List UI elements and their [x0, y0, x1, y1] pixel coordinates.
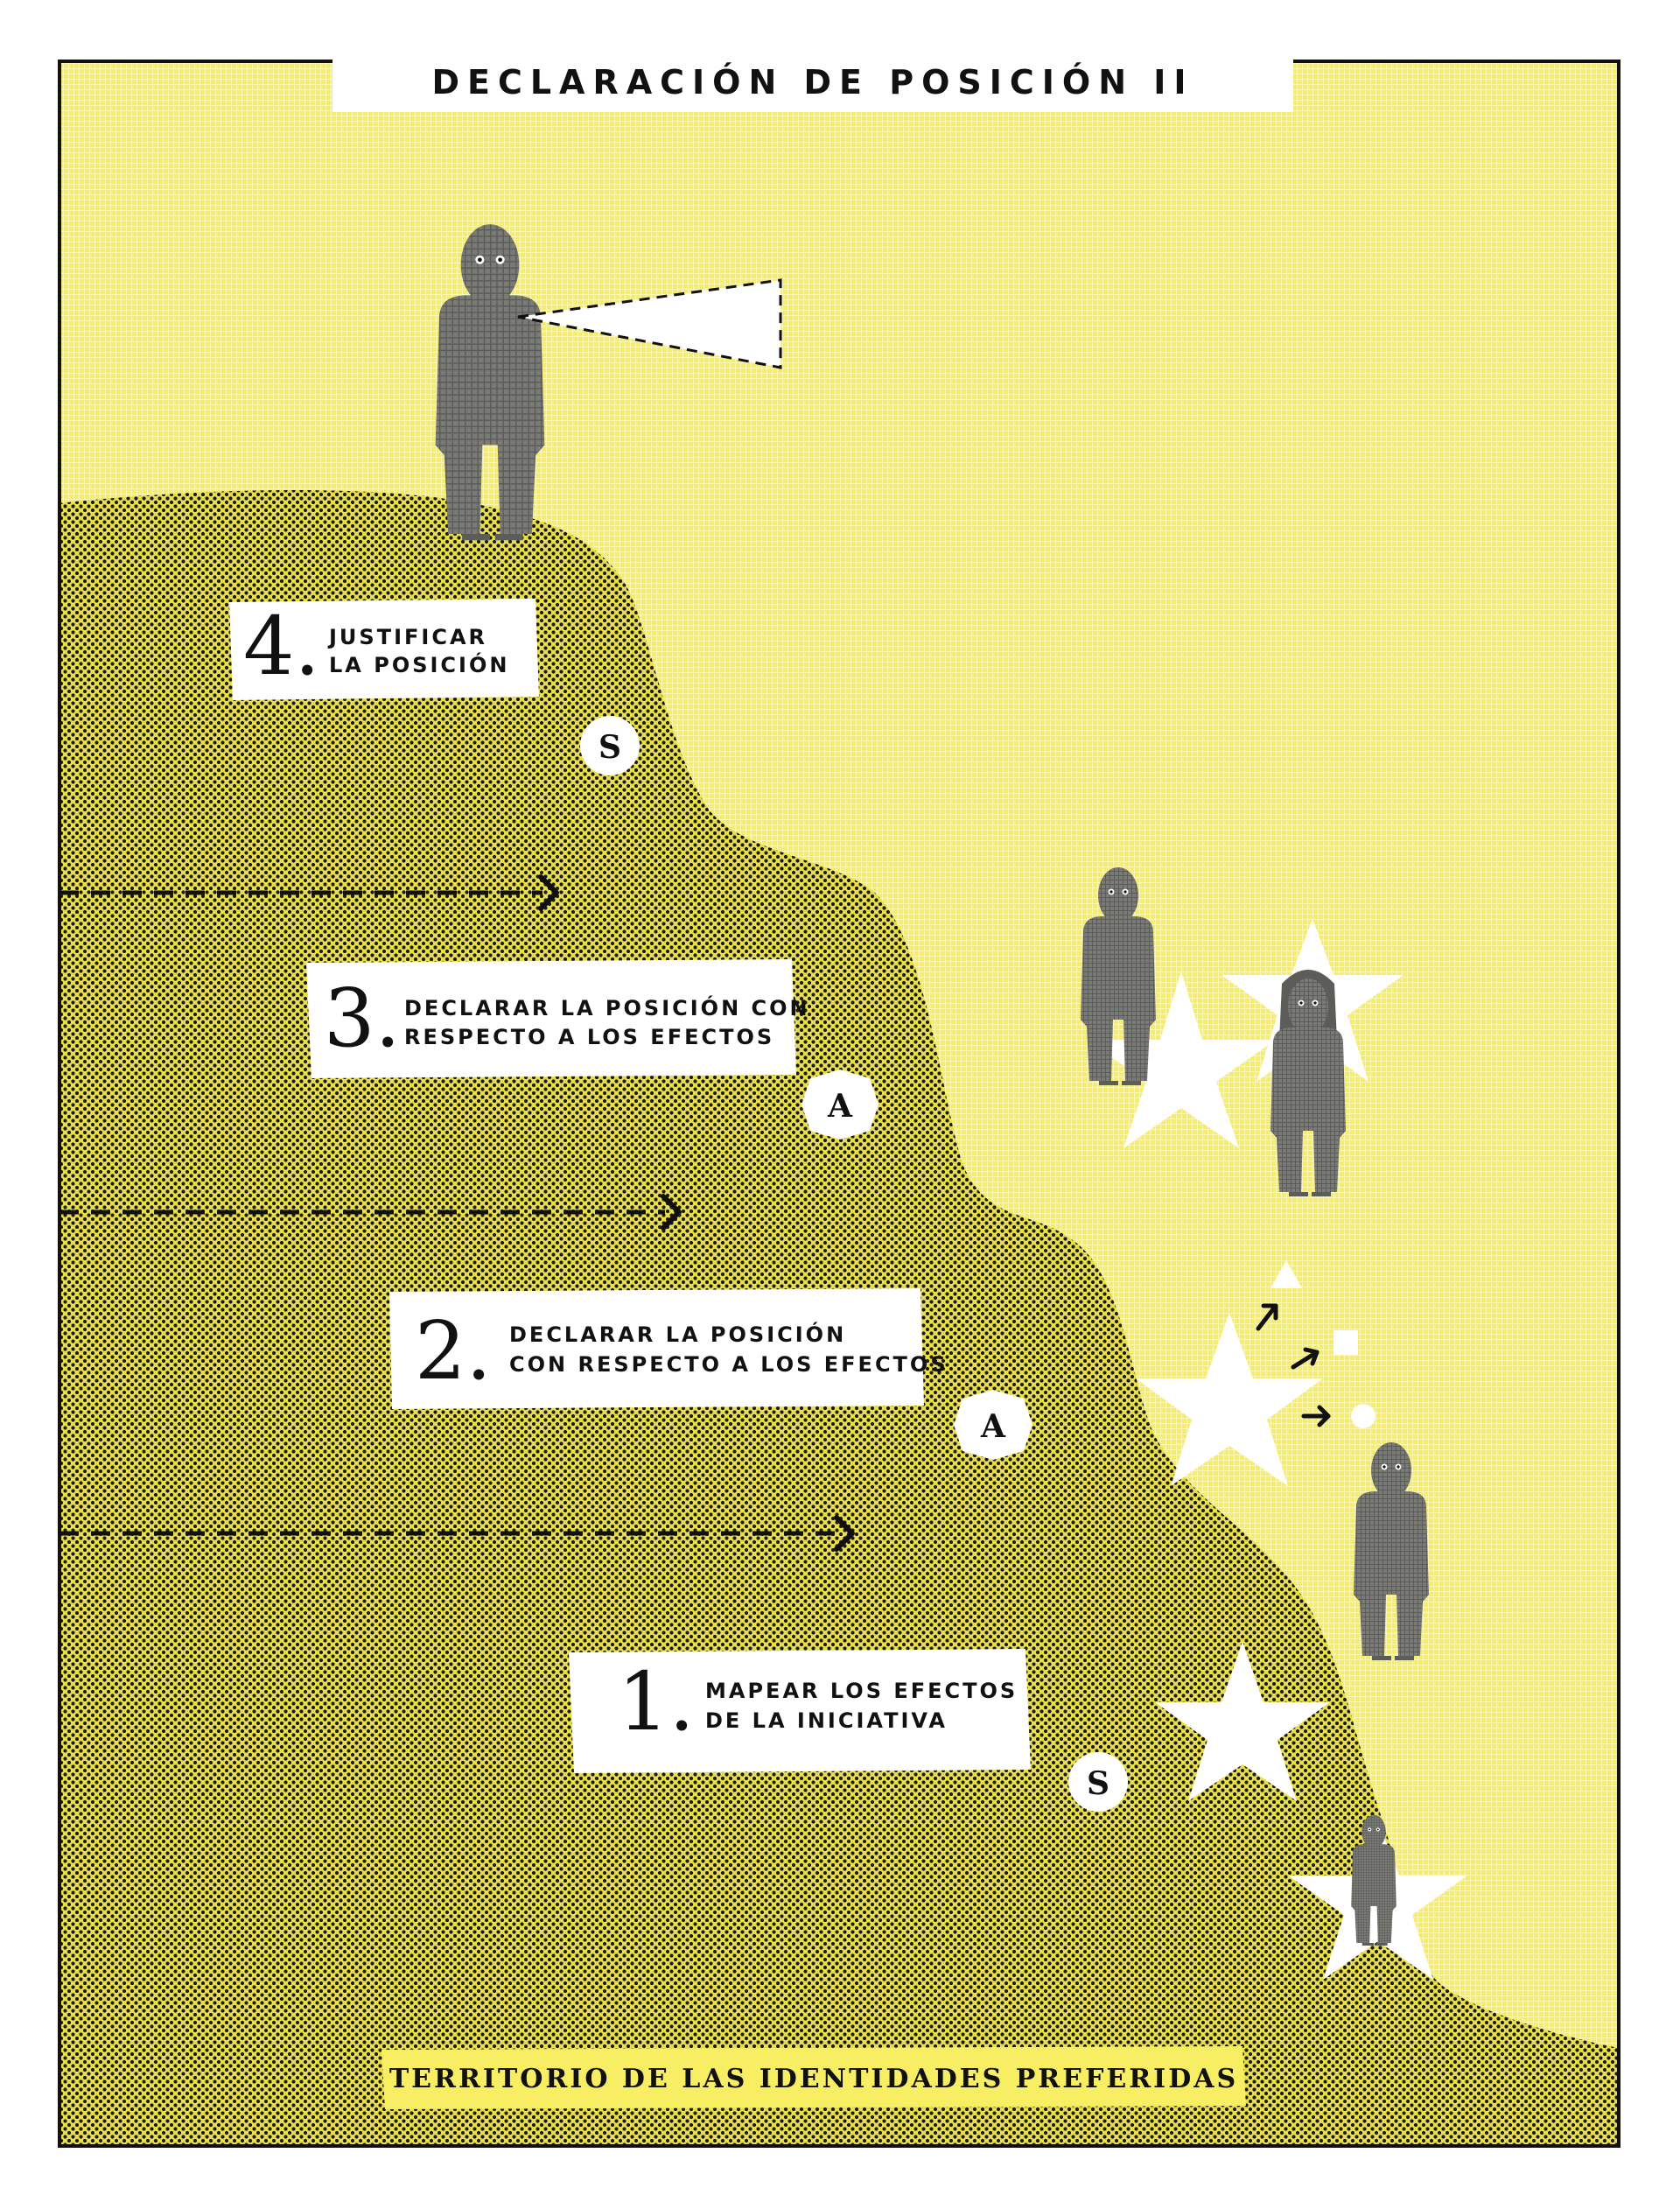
square-shape	[1334, 1330, 1358, 1355]
flashlight-beam-icon	[517, 278, 782, 369]
step-card-2: 2. DECLARAR LA POSICIÓN CON RESPECTO A L…	[389, 1288, 948, 1409]
dashed-arrow-2	[60, 1194, 682, 1231]
dashed-arrow-1	[60, 874, 559, 911]
title-box	[332, 54, 1293, 112]
step-line1-1: MAPEAR LOS EFECTOS	[705, 1679, 1018, 1703]
figure-3b	[1270, 970, 1346, 1196]
svg-text:A: A	[827, 1088, 853, 1125]
svg-text:S: S	[598, 729, 621, 766]
marker-s-bottom: S	[1068, 1752, 1128, 1812]
footer-label: TERRITORIO DE LAS IDENTIDADES PREFERIDAS	[389, 2064, 1238, 2094]
step-line2-2: CON RESPECTO A LOS EFECTOS	[509, 1352, 948, 1377]
star-3a	[1087, 971, 1276, 1148]
step-number-2: 2.	[415, 1304, 492, 1398]
marker-s-top: S	[580, 716, 640, 775]
step-line2-4: LA POSICIÓN	[329, 651, 509, 677]
triangle-shape	[1270, 1260, 1302, 1288]
step-line1-4: JUSTIFICAR	[327, 625, 487, 649]
step-line2-3: RESPECTO A LOS EFECTOS	[404, 1025, 774, 1049]
effect-shapes	[1256, 1260, 1376, 1428]
svg-text:A: A	[980, 1408, 1006, 1445]
marker-a-lower: A	[954, 1390, 1032, 1460]
page-title: DECLARACIÓN DE POSICIÓN II	[431, 63, 1194, 102]
dashed-arrow-3	[60, 1515, 855, 1552]
footer-box	[382, 2046, 1246, 2109]
star-1a	[1155, 1641, 1330, 1801]
step-line2-1: DE LA INICIATIVA	[705, 1708, 948, 1733]
circle-shape	[1351, 1404, 1376, 1428]
step-number-1: 1.	[618, 1655, 695, 1749]
step-number-3: 3.	[324, 971, 401, 1065]
step-line1-2: DECLARAR LA POSICIÓN	[509, 1321, 846, 1347]
step-line1-3: DECLARAR LA POSICIÓN CON	[404, 994, 810, 1020]
marker-a-upper: A	[802, 1069, 878, 1140]
step-card-3: 3. DECLARAR LA POSICIÓN CON RESPECTO A L…	[306, 959, 810, 1078]
step-number-4: 4.	[243, 600, 320, 693]
star-2	[1136, 1313, 1323, 1486]
step-card-4: 4. JUSTIFICAR LA POSICIÓN	[229, 599, 539, 700]
svg-text:S: S	[1087, 1765, 1110, 1802]
step-card-1: 1. MAPEAR LOS EFECTOS DE LA INICIATIVA	[569, 1649, 1031, 1773]
